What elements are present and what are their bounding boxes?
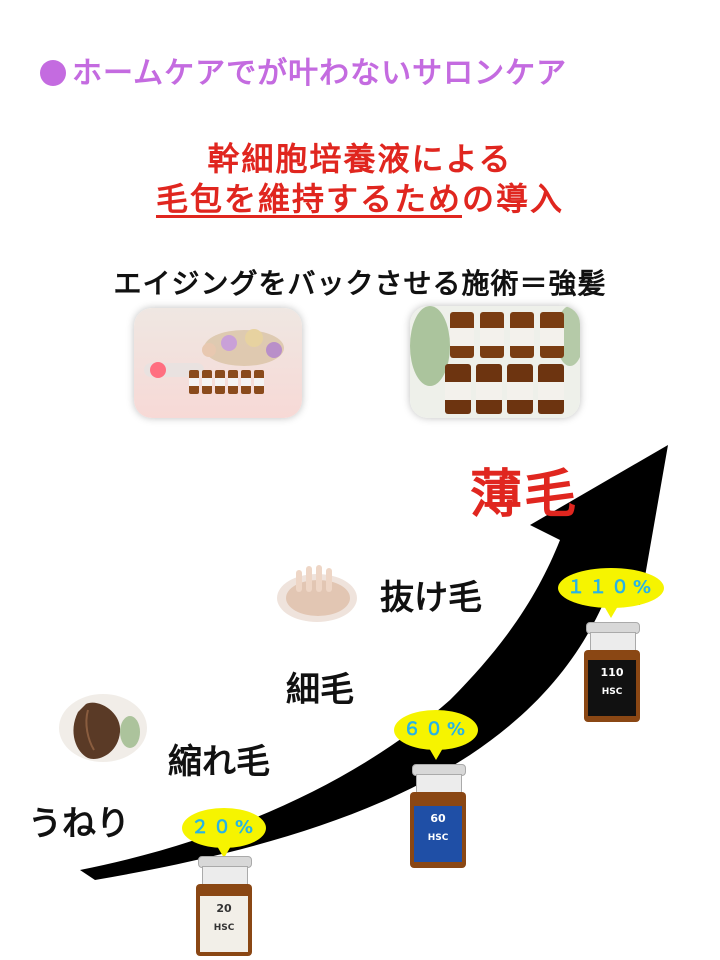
percent-bubble-110: １１０% — [558, 568, 664, 618]
section-heading-text: ホームケアでが叶わないサロンケア — [72, 56, 568, 91]
subtitle: エイジングをバックさせる施術＝強髪 — [113, 267, 607, 300]
percent-bubble-20: ２０% — [182, 808, 266, 858]
stage-label-fine-hair: 細毛 — [286, 670, 354, 710]
stage-label-thinning: 薄毛 — [470, 465, 579, 525]
wavy-hair-image — [58, 692, 148, 764]
bottle-number: 110 — [600, 666, 624, 679]
product-bottle-110: 110 HSC — [584, 622, 640, 722]
section-heading: ホームケアでが叶わないサロンケア — [40, 48, 567, 92]
bottle-number: 20 — [216, 902, 232, 915]
product-bottle-20: 20 HSC — [196, 856, 252, 956]
bottle-brand: HSC — [427, 833, 449, 843]
scalp-hand-image — [276, 562, 358, 624]
bottle-number: 60 — [430, 812, 446, 825]
treatment-photo — [134, 308, 302, 418]
bottles-photo — [410, 306, 580, 418]
title-underlined-text: 毛包を維持するため — [155, 180, 462, 218]
title-line-2: 毛包を維持するための導入 — [0, 174, 720, 220]
stage-label-waviness: うねり — [28, 804, 130, 844]
stage-label-hair-loss: 抜け毛 — [380, 578, 482, 618]
percent-bubble-60: ６０% — [394, 710, 478, 760]
bullet-dot-icon — [40, 60, 66, 86]
bottle-brand: HSC — [601, 687, 623, 697]
product-bottle-60: 60 HSC — [410, 764, 466, 868]
bottle-brand: HSC — [213, 923, 235, 933]
title-rest-text: の導入 — [462, 180, 565, 218]
title-line-1: 幹細胞培養液による — [207, 140, 513, 178]
stage-label-frizz: 縮れ毛 — [168, 742, 270, 782]
